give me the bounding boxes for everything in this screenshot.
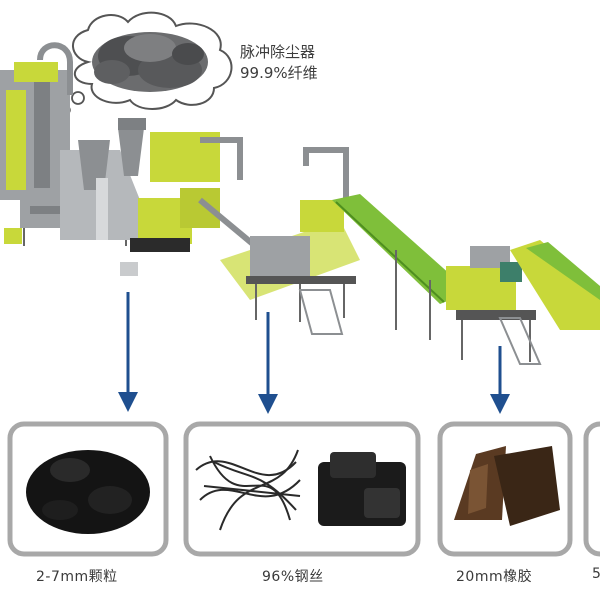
output-label-partial: 5 (592, 566, 600, 582)
middle-machine-cluster (60, 118, 262, 276)
output-arrow-1 (118, 292, 138, 412)
steel-wire-tangle (195, 449, 301, 531)
dust-collector-label: 脉冲除尘器 99.9%纤维 (240, 42, 318, 84)
rubber-chunks (318, 452, 406, 526)
fiber-blob (92, 32, 208, 92)
output-box-partial (583, 421, 600, 557)
output-label-steel-wire: 96%钢丝 (262, 569, 324, 585)
output-arrow-2 (258, 312, 278, 414)
main-conveyor (332, 194, 470, 340)
output-box-rubber (437, 421, 573, 557)
output-label-rubber: 20mm橡胶 (456, 569, 533, 585)
platform-cluster (220, 147, 360, 335)
output-box-steel-wire (183, 421, 421, 557)
dust-collector-name: 脉冲除尘器 (240, 43, 316, 61)
output-arrow-3 (490, 346, 510, 414)
dust-collector-fiber: 99.9%纤维 (240, 64, 318, 82)
right-machine-cluster (446, 240, 600, 365)
dust-cloud (61, 11, 233, 115)
output-label-granules: 2-7mm颗粒 (36, 569, 118, 585)
output-box-granules (7, 421, 169, 557)
